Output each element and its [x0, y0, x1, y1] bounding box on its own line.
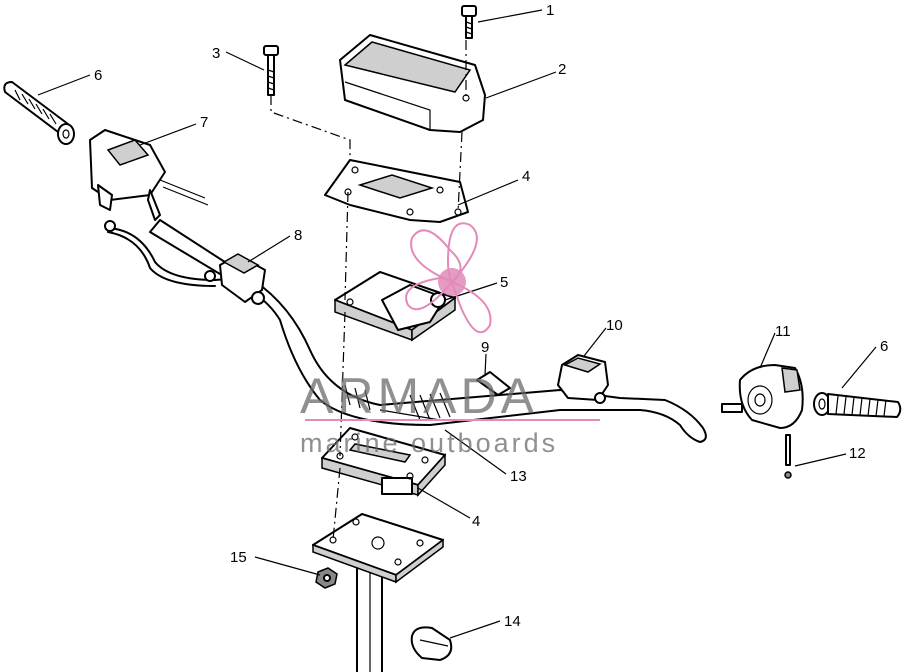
propeller-logo-icon [405, 222, 492, 334]
upper-plate [324, 159, 469, 223]
lower-clamp [321, 427, 446, 497]
left-grip [3, 81, 75, 145]
callout-10: 10 [606, 317, 623, 334]
handlebar [104, 219, 707, 443]
callout-1: 1 [546, 2, 554, 19]
callout-14: 14 [504, 613, 521, 630]
callout-12: 12 [849, 445, 866, 462]
callout-6-right: 6 [880, 338, 888, 355]
callout-15: 15 [230, 549, 247, 566]
right-throttle-housing [721, 364, 804, 429]
callout-4-upper: 4 [522, 168, 530, 185]
callout-4-lower: 4 [472, 513, 480, 530]
callout-9: 9 [481, 339, 489, 356]
bolt-1 [461, 5, 477, 39]
callout-3: 3 [212, 45, 220, 62]
steering-post [356, 559, 383, 672]
watermark-title: ARMADA [300, 368, 538, 424]
upper-clamp [334, 271, 456, 342]
bolt-3 [263, 45, 279, 96]
callout-11: 11 [775, 323, 791, 340]
leader-lines [37, 9, 877, 639]
mounting-plate [312, 513, 444, 584]
watermark: ARMADA marine outboards [300, 222, 600, 458]
callout-5: 5 [500, 274, 508, 291]
callout-7: 7 [200, 114, 208, 131]
callout-2: 2 [558, 61, 566, 78]
left-control-housing [89, 129, 209, 221]
callout-13: 13 [510, 468, 527, 485]
nut-15 [315, 567, 338, 589]
assembly-centerlines [270, 40, 467, 541]
watermark-subtitle: marine outboards [300, 428, 558, 458]
callout-6-left: 6 [94, 67, 102, 84]
cable-clamp-14 [410, 626, 453, 661]
screw-12 [784, 434, 792, 479]
left-clamp-block [204, 253, 266, 305]
right-grip [813, 392, 902, 418]
handlebar-cover [339, 34, 486, 133]
callout-8: 8 [294, 227, 302, 244]
callout-labels: 1 2 3 4 4 5 6 6 7 8 9 10 11 12 13 14 15 [94, 2, 888, 630]
part-9 [476, 371, 511, 396]
brake-master-cylinder [557, 354, 609, 404]
